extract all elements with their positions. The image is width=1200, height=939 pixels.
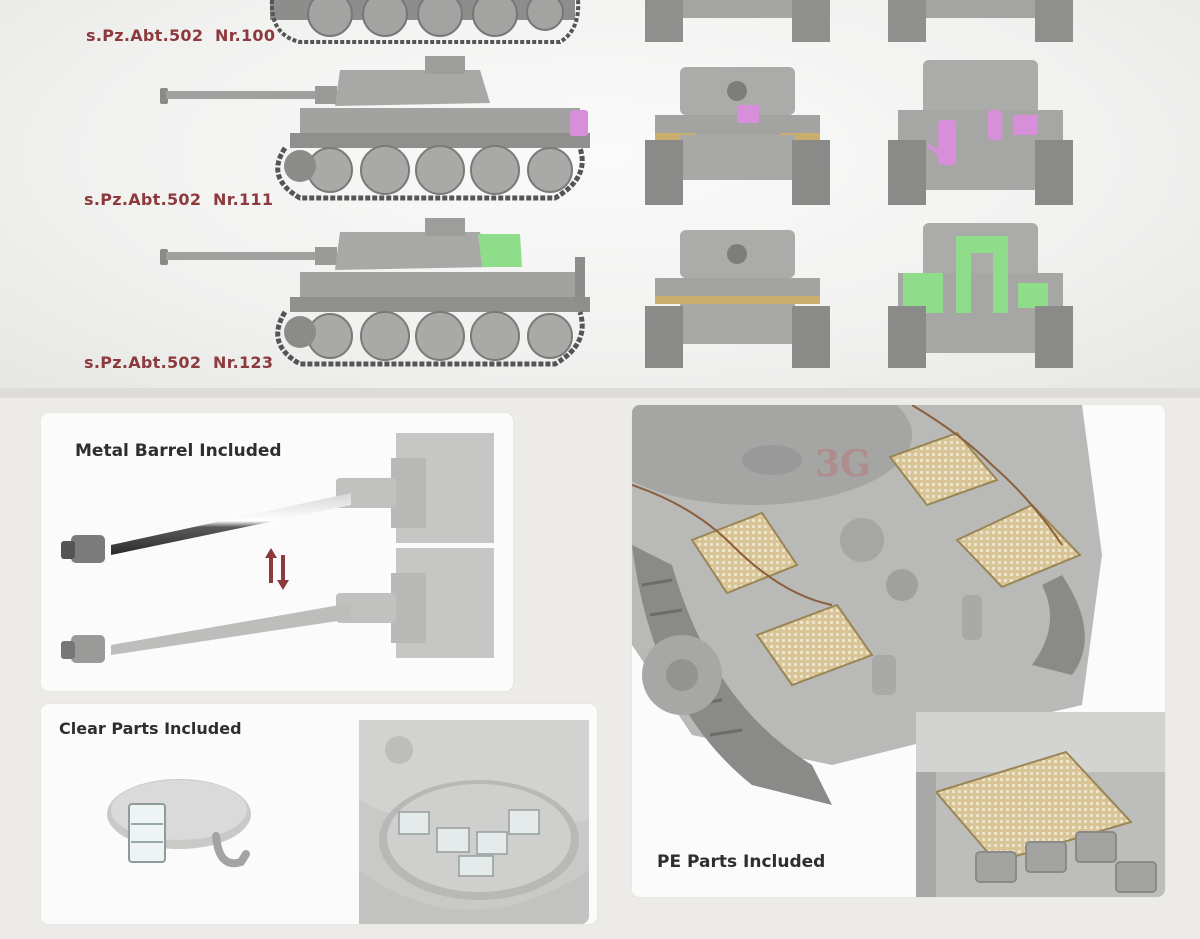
rear-view-nr123 (888, 223, 1073, 368)
rear-view-nr111 (888, 60, 1073, 205)
pe-closeup-image (916, 712, 1165, 897)
tank-side-view-nr111 (160, 56, 590, 201)
front-view-nr123 (645, 230, 830, 368)
metal-barrel-title: Metal Barrel Included (75, 441, 282, 461)
swap-arrows-icon (265, 548, 289, 590)
tank-side-view-nr123 (160, 218, 590, 367)
variant-label-nr111: s.Pz.Abt.502 Nr.111 (84, 190, 274, 209)
clear-hatch-image (107, 779, 251, 868)
turret-interior-image (359, 720, 589, 924)
clear-parts-card: Clear Parts Included (41, 704, 597, 924)
variant-label-nr100: s.Pz.Abt.502 Nr.100 (86, 26, 276, 45)
clear-parts-title: Clear Parts Included (59, 719, 242, 738)
variants-section: s.Pz.Abt.502 Nr.100 s.Pz.Abt.502 Nr.111 … (0, 0, 1200, 388)
metal-barrel-image (61, 433, 494, 663)
pe-parts-title: PE Parts Included (657, 852, 826, 872)
pe-parts-card: 3G PE Parts Included (632, 405, 1165, 897)
front-view-nr111 (645, 67, 830, 205)
metal-barrel-card: Metal Barrel Included (41, 413, 513, 691)
watermark-logo: 3G (815, 443, 871, 485)
section-divider (0, 388, 1200, 398)
front-view-nr100 (645, 0, 830, 42)
variant-label-nr123: s.Pz.Abt.502 Nr.123 (84, 353, 274, 372)
rear-view-nr100 (888, 0, 1073, 42)
tank-side-view-nr100 (269, 0, 581, 44)
